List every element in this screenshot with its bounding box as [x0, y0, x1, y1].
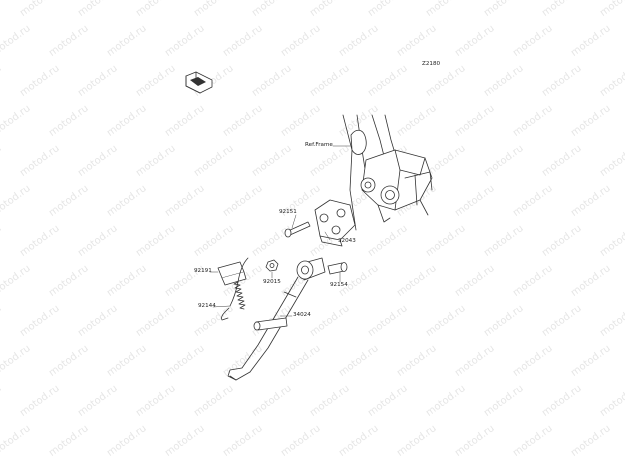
leader-lines	[209, 145, 351, 317]
part-label-32043: 32043	[338, 238, 356, 244]
stand-drawing	[227, 257, 326, 381]
ref-frame-label: Ref.Frame	[305, 142, 333, 148]
sleeve-drawing	[217, 261, 247, 286]
part-label-92015: 92015	[263, 279, 281, 285]
part-label-92191: 92191	[194, 268, 212, 274]
collar-bolt-drawing	[327, 262, 348, 275]
frame-drawing	[342, 114, 433, 231]
bracket-drawing	[314, 199, 356, 247]
bolt-top-drawing	[284, 221, 311, 238]
diagram-code: Z2180	[422, 61, 441, 67]
part-label-34024: 34024	[293, 312, 311, 318]
part-label-92151: 92151	[279, 209, 297, 215]
spring-drawing	[221, 257, 249, 321]
front-arrow-icon	[185, 71, 213, 94]
part-label-92154: 92154	[330, 282, 348, 288]
part-label-92144: 92144	[198, 303, 216, 309]
nut-drawing	[265, 259, 279, 272]
